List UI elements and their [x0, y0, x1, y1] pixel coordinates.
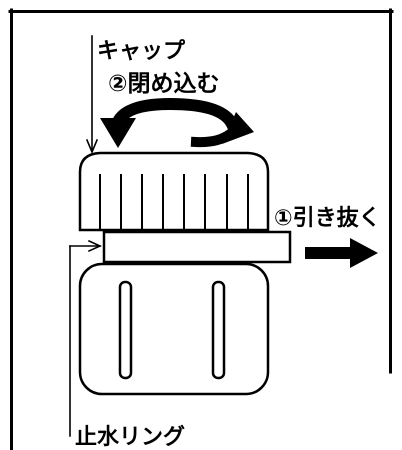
pull-right-arrow-icon — [305, 238, 378, 268]
seal-ring-leader-arrowhead — [87, 239, 102, 253]
cap-body — [78, 151, 270, 232]
rotation-arrow-left-head — [100, 118, 136, 148]
rotation-arrow-back-arc — [109, 97, 241, 133]
cap-leader-arrowhead — [85, 138, 99, 155]
step-close-label: ②閉め込む — [108, 71, 219, 97]
connector-body-slot-left — [118, 280, 133, 380]
step-pull-label: ①引き抜く — [274, 206, 381, 231]
cap-leader-arrow — [85, 35, 99, 155]
seal-ring — [102, 230, 292, 264]
connector-body — [78, 262, 270, 396]
seal-ring-label: 止水リング — [75, 424, 185, 450]
connector-body-slot-right — [211, 280, 226, 380]
rotation-arrow-icon — [100, 97, 254, 148]
seal-ring-leader-arrow — [69, 239, 102, 437]
cap-label: キャップ — [97, 39, 186, 64]
cap — [78, 151, 270, 232]
frame-border — [8, 8, 394, 450]
rotation-arrow-right-head — [222, 112, 254, 144]
connector-body-shell — [78, 262, 270, 396]
